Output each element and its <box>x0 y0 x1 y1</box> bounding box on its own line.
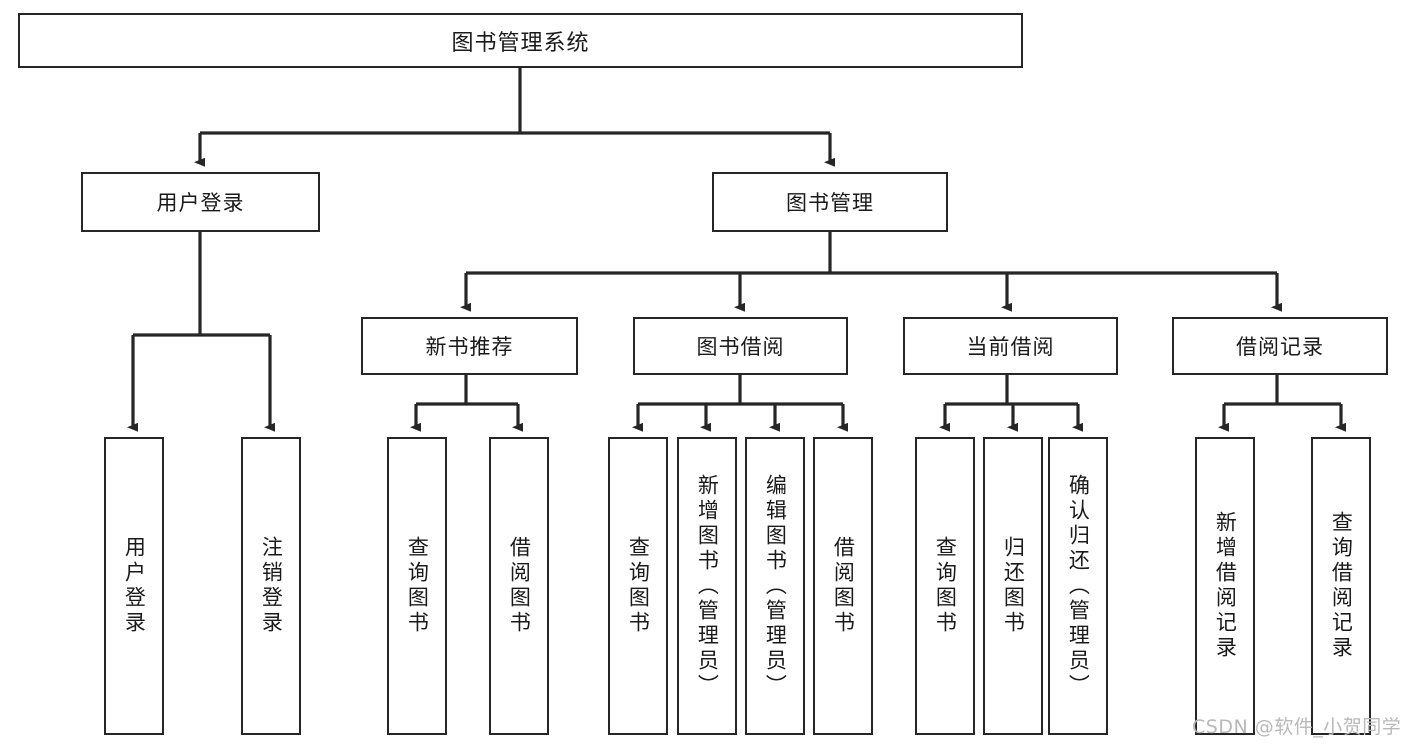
node-label: 查询图书 <box>933 536 958 636</box>
node-label: 查询图书 <box>405 536 430 636</box>
leaf-user-login-logout[interactable]: 注销登录 <box>241 437 301 735</box>
node-label: 当前借阅 <box>966 335 1055 359</box>
leaf-book-borrow-query[interactable]: 查询图书 <box>608 437 668 735</box>
node-label: 用户登录 <box>122 536 147 636</box>
leaf-borrow-record-add[interactable]: 新增借阅记录 <box>1195 437 1255 735</box>
node-borrow-record[interactable]: 借阅记录 <box>1172 317 1388 375</box>
csdn-watermark: CSDN @软件_小贺同学 <box>1192 716 1402 738</box>
leaf-user-login-login[interactable]: 用户登录 <box>104 437 164 735</box>
leaf-new-book-query[interactable]: 查询图书 <box>387 437 447 735</box>
leaf-book-borrow-edit[interactable]: 编辑图书（管理员） <box>745 437 805 735</box>
leaf-book-borrow-borrow[interactable]: 借阅图书 <box>813 437 873 735</box>
node-label: 查询图书 <box>626 536 651 636</box>
node-label: 图书管理 <box>786 191 874 215</box>
leaf-current-borrow-confirm-return[interactable]: 确认归还（管理员） <box>1048 437 1108 735</box>
node-label: 图书管理系统 <box>451 30 590 56</box>
leaf-borrow-record-query[interactable]: 查询借阅记录 <box>1311 437 1371 735</box>
node-label: 编辑图书（管理员） <box>763 473 788 699</box>
node-label: 图书借阅 <box>696 335 785 359</box>
node-book-borrow[interactable]: 图书借阅 <box>633 317 848 375</box>
node-new-book-recommend[interactable]: 新书推荐 <box>361 317 578 375</box>
node-current-borrow[interactable]: 当前借阅 <box>903 317 1118 375</box>
node-root-system[interactable]: 图书管理系统 <box>18 13 1023 68</box>
node-label: 新增图书（管理员） <box>695 473 720 699</box>
node-label: 新增借阅记录 <box>1213 511 1238 661</box>
node-label: 查询借阅记录 <box>1329 511 1354 661</box>
node-label: 借阅图书 <box>507 536 532 636</box>
leaf-book-borrow-add[interactable]: 新增图书（管理员） <box>677 437 737 735</box>
node-label: 注销登录 <box>259 536 284 636</box>
node-label: 借阅记录 <box>1236 335 1324 359</box>
node-label: 用户登录 <box>156 191 245 215</box>
node-label: 确认归还（管理员） <box>1066 473 1091 699</box>
node-book-management[interactable]: 图书管理 <box>712 172 948 232</box>
leaf-current-borrow-query[interactable]: 查询图书 <box>915 437 975 735</box>
node-label: 归还图书 <box>1001 536 1026 636</box>
node-label: 借阅图书 <box>831 536 856 636</box>
node-label: 新书推荐 <box>425 335 514 359</box>
leaf-new-book-borrow[interactable]: 借阅图书 <box>489 437 549 735</box>
leaf-current-borrow-return[interactable]: 归还图书 <box>983 437 1043 735</box>
node-user-login[interactable]: 用户登录 <box>81 172 320 232</box>
